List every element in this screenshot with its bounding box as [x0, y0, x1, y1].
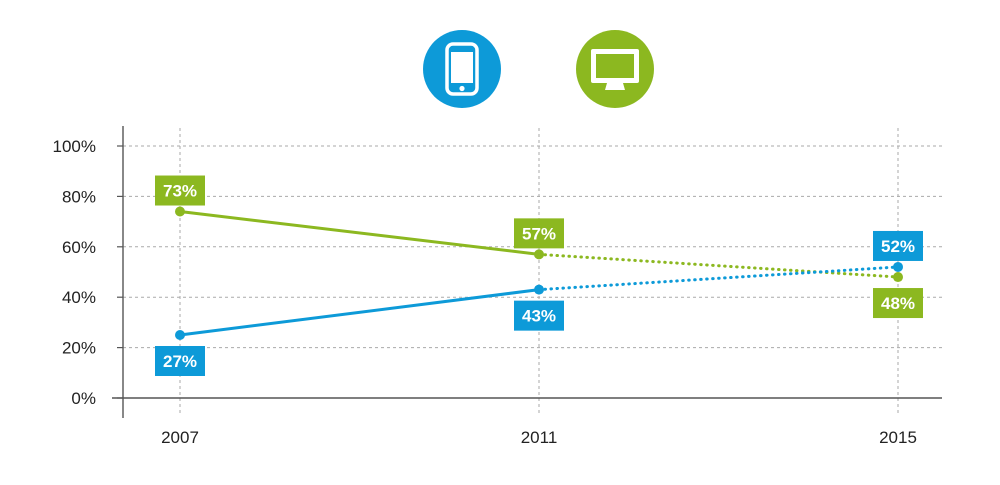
data-point — [175, 206, 185, 217]
series-smartphone — [175, 261, 903, 340]
axes: 0% 20% 40% 60% 80% 100% 2007 2011 2015 — [53, 126, 942, 447]
data-label-text: 57% — [522, 224, 556, 243]
data-label: 48% — [873, 288, 923, 319]
data-label-box — [873, 230, 923, 261]
data-label-box — [873, 288, 923, 319]
data-label-text: 52% — [881, 237, 915, 256]
series-projection-segment — [537, 252, 900, 279]
series-segment — [178, 210, 541, 256]
data-point — [175, 330, 185, 340]
series — [175, 206, 903, 340]
data-label: 57% — [514, 218, 564, 249]
y-tick-label: 40% — [62, 288, 96, 307]
data-label-box — [155, 175, 205, 206]
y-tick-label: 0% — [71, 389, 96, 408]
y-tick-label: 20% — [62, 339, 96, 358]
data-point — [534, 249, 544, 260]
y-tick-label: 100% — [53, 137, 96, 156]
data-labels: 73% 57% 48% 27% 43% 52% — [155, 175, 923, 376]
data-label-text: 43% — [522, 307, 556, 326]
x-tick-label: 2015 — [879, 428, 917, 447]
series-segment — [178, 288, 541, 337]
x-tick-label: 2011 — [521, 428, 558, 447]
data-label-text: 73% — [163, 182, 197, 201]
data-label: 52% — [873, 230, 923, 261]
y-tick-label: 60% — [62, 238, 96, 257]
smartphone-legend-icon — [423, 30, 501, 108]
data-label-box — [514, 218, 564, 249]
data-label-text: 27% — [163, 352, 197, 371]
data-label: 27% — [155, 346, 205, 376]
legend — [423, 30, 654, 108]
data-label: 73% — [155, 175, 205, 206]
y-tick-label: 80% — [62, 187, 96, 206]
series-projection-segment — [537, 265, 900, 292]
data-label: 43% — [514, 300, 564, 331]
data-label-text: 48% — [881, 294, 915, 313]
data-point — [534, 284, 544, 295]
data-label-box — [155, 346, 205, 376]
x-tick-label: 2007 — [161, 428, 199, 447]
tv-legend-icon — [576, 30, 654, 108]
data-point — [893, 272, 903, 283]
data-label-box — [514, 300, 564, 331]
data-point — [893, 261, 903, 272]
series-tv — [175, 206, 903, 283]
